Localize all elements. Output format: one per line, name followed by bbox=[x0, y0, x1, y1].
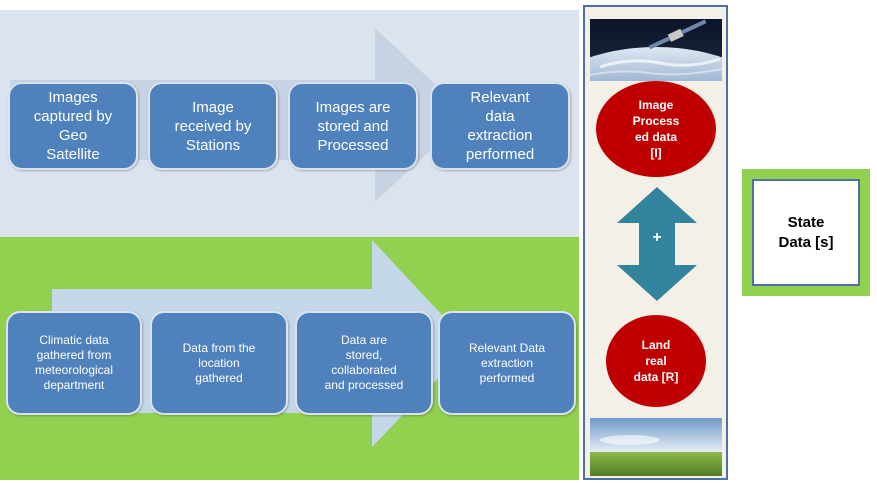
data-fusion-column: Image Process ed data [I] + Land real da… bbox=[583, 5, 728, 480]
step-label: Data from the location gathered bbox=[182, 340, 256, 385]
double-headed-arrow bbox=[617, 187, 697, 301]
state-data-frame: State Data [s] bbox=[742, 169, 870, 296]
step-box-satellite-capture: Images captured by Geo Satellite bbox=[8, 82, 138, 170]
step-box-data-extraction: Relevant data extraction performed bbox=[430, 82, 570, 170]
step-label: Image received by Stations bbox=[174, 98, 252, 154]
land-real-data-circle: Land real data [R] bbox=[606, 315, 706, 407]
climatic-flow-panel: Climatic data gathered from meteorologic… bbox=[0, 237, 579, 480]
step-box-location-data: Data from the location gathered bbox=[150, 311, 288, 415]
step-label: Relevant Data extraction performed bbox=[468, 340, 546, 385]
state-data-label: State Data [s] bbox=[778, 213, 834, 251]
step-label: Data are stored, collaborated and proces… bbox=[324, 333, 404, 392]
satellite-earth-image bbox=[590, 19, 722, 81]
step-box-store-process: Images are stored and Processed bbox=[288, 82, 418, 170]
step-box-stations-receive: Image received by Stations bbox=[148, 82, 278, 170]
plus-sign: + bbox=[652, 229, 662, 246]
step-label: Climatic data gathered from meteorologic… bbox=[34, 333, 114, 392]
step-box-store-collaborate: Data are stored, collaborated and proces… bbox=[295, 311, 433, 415]
circle-label: Image Process ed data [I] bbox=[632, 98, 680, 160]
circle-label: Land real data [R] bbox=[633, 338, 679, 384]
state-data-box: State Data [s] bbox=[752, 179, 860, 286]
step-box-climatic-data: Climatic data gathered from meteorologic… bbox=[6, 311, 142, 415]
step-label: Images captured by Geo Satellite bbox=[33, 89, 113, 163]
image-processed-data-circle: Image Process ed data [I] bbox=[596, 81, 716, 177]
satellite-flow-panel: Images captured by Geo Satellite Image r… bbox=[0, 10, 579, 237]
step-box-relevant-extraction: Relevant Data extraction performed bbox=[438, 311, 576, 415]
step-label: Relevant data extraction performed bbox=[465, 89, 535, 163]
green-field-image bbox=[590, 418, 722, 476]
step-label: Images are stored and Processed bbox=[315, 98, 391, 154]
